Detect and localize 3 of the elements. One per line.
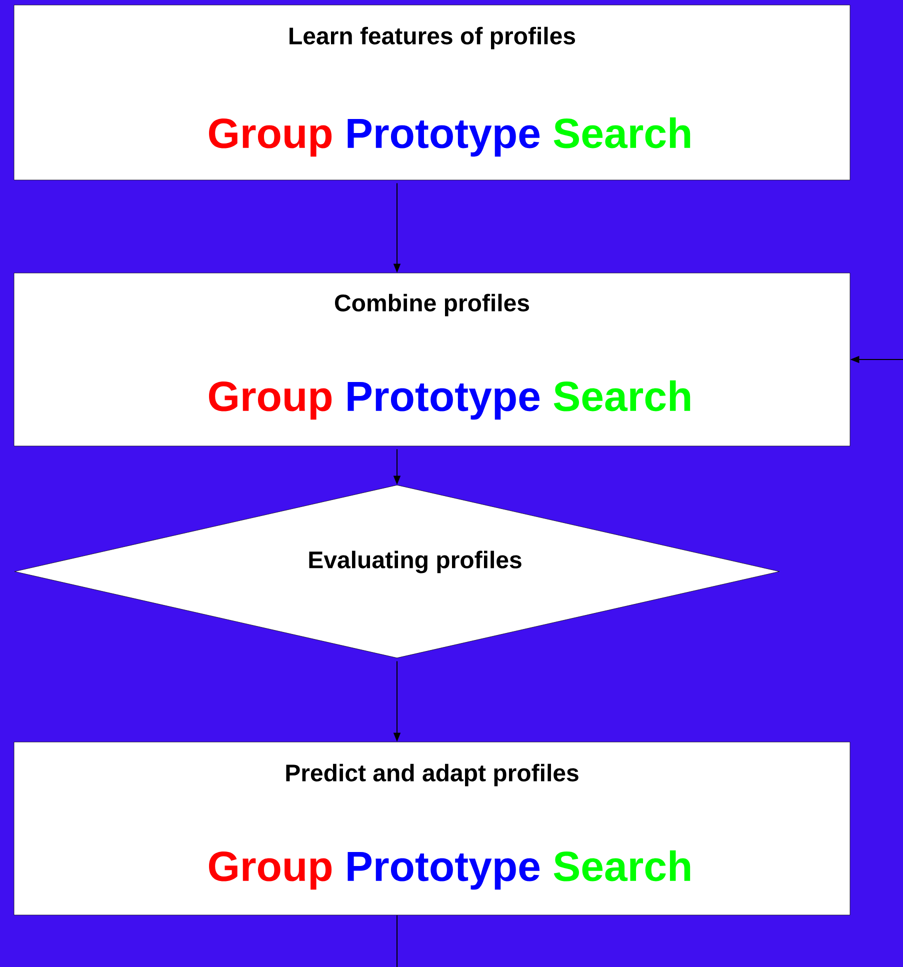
process-box: Learn features of profiles Group Prototype Search (14, 4, 850, 180)
process-box: Combine profiles Group Prototype Search (14, 272, 850, 446)
process-box: Predict and adapt profiles Group Prototype Search (14, 742, 850, 916)
